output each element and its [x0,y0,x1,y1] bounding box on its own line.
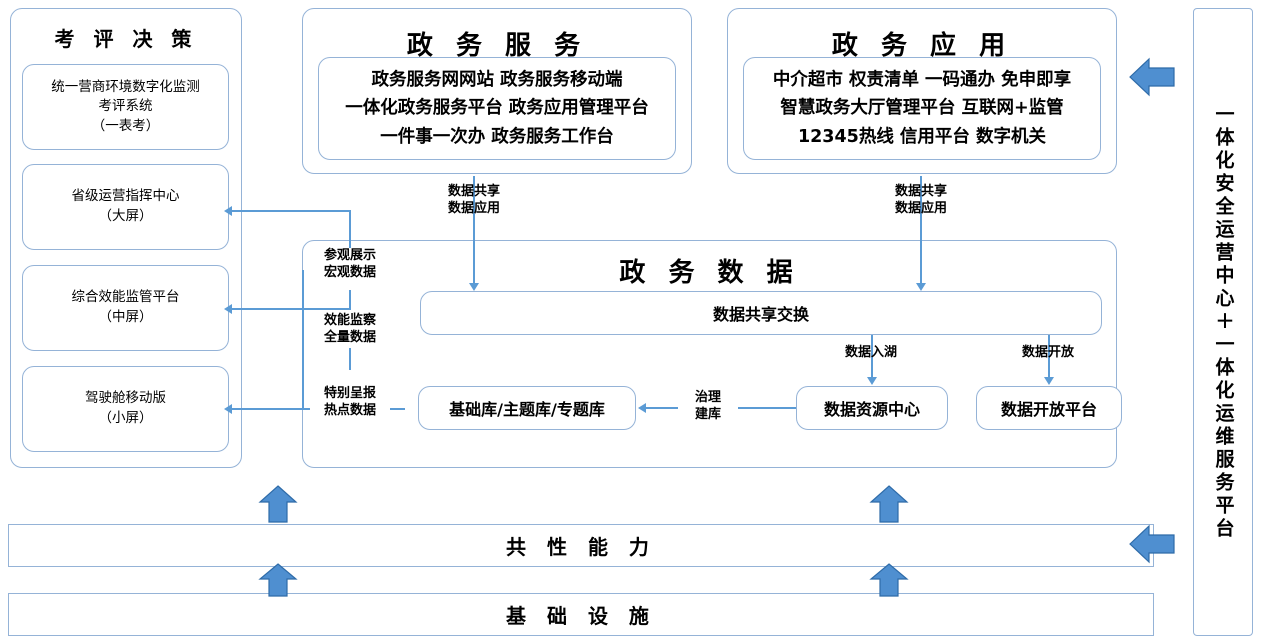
card-line: （大屏） [98,208,153,224]
connector-exchange-to-resource [871,335,873,379]
edge-label-line: 数据开放 [1021,345,1074,360]
card-base-theme-topic-library[interactable]: 基础库/主题库/专题库 [418,386,636,430]
card-line: 数据共享交换 [712,305,809,324]
edge-label-line: 数据共享 [447,184,500,199]
arrowhead-left-mid-screen [224,304,232,314]
connector-trunk-outer [349,210,351,264]
arrowhead-left-library [638,403,646,413]
card-unified-business-env-system[interactable]: 统一营商环境数字化监测 考评系统 （一表考） [22,64,229,150]
edge-label-line: 全量数据 [323,329,376,345]
arrowhead-down-open [1044,377,1054,385]
connector-exchange-to-open [1048,335,1050,379]
card-line: 统一营商环境数字化监测 [51,78,200,95]
card-gov-application-items[interactable]: 中介超市 权责清单 一码通办 免申即享 智慧政务大厅管理平台 互联网+监管 12… [743,57,1101,160]
up-arrow-icon [258,563,298,597]
arrowhead-left-small-screen [224,404,232,414]
up-arrow-icon [869,563,909,597]
arrowhead-down-application [916,283,926,291]
card-data-resource-center[interactable]: 数据资源中心 [796,386,948,430]
panel-gov-application-title: 政 务 应 用 [831,31,1013,61]
panel-evaluation-decision-title: 考 评 决 策 [54,27,198,51]
card-line: 数据开放平台 [1000,400,1097,419]
card-line: 综合效能监管平台 [71,289,180,306]
card-line: 省级运营指挥中心 [71,188,180,205]
panel-gov-data [302,240,1117,468]
connector-trunk-mid-h [230,308,351,310]
card-line: 考评系统 [98,98,153,115]
arrowhead-down-resource [867,377,877,385]
left-arrow-icon [1129,57,1175,97]
connector-trunk-mid [349,290,351,308]
left-arrow-icon [1129,524,1175,564]
edge-label-line: 数据入湖 [844,345,897,360]
card-data-open-platform[interactable]: 数据开放平台 [976,386,1122,430]
up-arrow-icon [258,485,298,523]
edge-label-application-share: 数据共享 数据应用 [859,184,983,218]
edge-label-line: 热点数据 [323,402,376,418]
card-line: 驾驶舱移动版 [85,390,166,407]
bar-infrastructure-label: 基 础 设 施 [506,604,656,628]
card-line: 中介超市 权责清单 一码通办 免申即享 [772,69,1072,90]
card-provincial-command-center[interactable]: 省级运营指挥中心 （大屏） [22,164,229,250]
card-cockpit-mobile[interactable]: 驾驶舱移动版 （小屏） [22,366,229,452]
bar-common-capability-label: 共 性 能 力 [506,535,656,559]
card-data-share-exchange[interactable]: 数据共享交换 [420,291,1102,335]
panel-integrated-security-ops-label: 一体化安全运营中心＋一体化运维服务平台 [1212,103,1235,541]
edge-label-data-open: 数据开放 [988,345,1108,362]
card-line: （小屏） [98,410,153,426]
edge-label-line: 宏观数据 [323,264,376,280]
card-comprehensive-efficiency-platform[interactable]: 综合效能监管平台 （中屏） [22,265,229,351]
card-line: 政务服务网网站 政务服务移动端 [371,69,623,90]
edge-label-line: 数据应用 [894,200,947,216]
card-line: 智慧政务大厅管理平台 互联网+监管 [780,98,1064,119]
edge-label-to-small-screen: 特别呈报 热点数据 [310,386,390,420]
arrowhead-left-big-screen [224,206,232,216]
edge-label-line: 治理 [694,390,721,405]
panel-gov-data-title: 政 务 数 据 [619,258,800,288]
card-line: 基础库/主题库/专题库 [449,400,605,419]
connector-data-to-application [920,176,922,286]
bar-common-capability[interactable]: 共 性 能 力 [8,524,1154,567]
arrowhead-down-service [469,283,479,291]
card-line: 12345热线 信用平台 数字机关 [797,126,1047,147]
card-gov-service-items[interactable]: 政务服务网网站 政务服务移动端 一体化政务服务平台 政务应用管理平台 一件事一次… [318,57,676,160]
card-line: （一表考） [91,117,160,134]
edge-label-service-share: 数据共享 数据应用 [412,184,536,218]
edge-label-to-mid-screen: 效能监察 全量数据 [310,313,390,347]
bar-infrastructure[interactable]: 基 础 设 施 [8,593,1154,636]
connector-trunk-low [349,348,351,370]
card-line: 一体化政务服务平台 政务应用管理平台 [345,98,649,119]
edge-label-line: 特别呈报 [323,386,376,401]
card-line: （中屏） [98,309,153,325]
connector-data-to-service [473,176,475,286]
edge-label-data-into-lake: 数据入湖 [811,345,931,362]
connector-trunk-outer-top [230,210,351,212]
edge-label-govern-build: 治理 建库 [678,390,738,424]
edge-label-line: 建库 [694,406,721,422]
edge-label-line: 数据共享 [894,184,947,199]
edge-label-line: 数据应用 [447,200,500,216]
edge-label-line: 参观展示 [323,248,376,263]
panel-gov-service-title: 政 务 服 务 [406,31,588,61]
panel-integrated-security-ops[interactable]: 一体化安全运营中心＋一体化运维服务平台 [1193,8,1253,636]
card-line: 数据资源中心 [823,400,920,419]
edge-label-to-big-screen: 参观展示 宏观数据 [310,248,390,282]
connector-trunk-low-v2 [302,270,304,410]
up-arrow-icon [869,485,909,523]
card-line: 一件事一次办 政务服务工作台 [380,126,614,147]
edge-label-line: 效能监察 [323,313,376,328]
